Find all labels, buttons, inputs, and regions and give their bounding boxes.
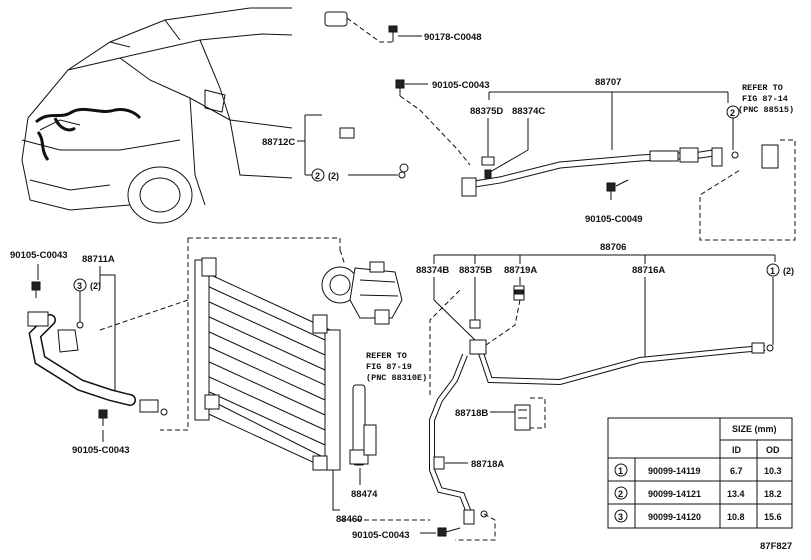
svg-text:15.6: 15.6 <box>764 512 782 522</box>
liquid-pipe-88716a <box>469 339 774 386</box>
bolt-90105-c0043-leftbot <box>98 409 108 426</box>
ref-fig-87-14-line2: FIG 87-14 <box>742 94 788 104</box>
label-2-qty-top: (2) <box>328 171 339 181</box>
ref-fig-87-19-line3: (PNC 88310E) <box>366 373 427 383</box>
svg-text:3: 3 <box>618 512 623 522</box>
bolt-90105-c0043-top <box>395 79 405 96</box>
discharge-hose-88712c <box>314 11 409 173</box>
liquid-pipe-88718 <box>429 353 488 525</box>
label-88375b: 88375B <box>459 265 492 276</box>
compressor-assembly <box>321 261 403 325</box>
bolt-90105-c0043-bottom <box>437 527 461 537</box>
label-90105-c0043-top: 90105-C0043 <box>432 80 490 91</box>
suction-pipe-88707 <box>461 144 779 197</box>
label-88374c: 88374C <box>512 106 545 117</box>
vehicle-location-illustration <box>21 7 293 224</box>
label-88706: 88706 <box>600 242 626 253</box>
svg-text:2: 2 <box>315 171 320 181</box>
oring-callout-2-top: 2 <box>311 168 325 182</box>
table-row: 2 90099-14121 13.4 18.2 <box>614 486 782 500</box>
ref-fig-87-19-line2: FIG 87-19 <box>366 362 412 372</box>
table-header-id: ID <box>732 445 742 455</box>
label-88375d: 88375D <box>470 106 503 117</box>
svg-text:3: 3 <box>77 281 82 291</box>
svg-text:2: 2 <box>730 108 735 118</box>
oring-size-table: SIZE (mm) ID OD 1 90099-14119 6.7 10.3 2… <box>607 417 793 529</box>
label-1-qty-right: (2) <box>783 266 794 276</box>
label-88712c: 88712C <box>262 137 295 148</box>
label-88711a: 88711A <box>82 254 115 265</box>
svg-text:13.4: 13.4 <box>727 489 745 499</box>
service-valve-88374c <box>484 169 492 179</box>
svg-text:90099-14121: 90099-14121 <box>648 489 701 499</box>
label-88719a: 88719A <box>504 265 537 276</box>
oring-callout-1-right: 1 <box>766 263 780 277</box>
label-88374b: 88374B <box>416 265 449 276</box>
svg-text:6.7: 6.7 <box>730 466 743 476</box>
ref-fig-87-19-line1: REFER TO <box>366 351 407 361</box>
svg-text:90099-14119: 90099-14119 <box>648 466 701 476</box>
label-88718a: 88718A <box>471 459 504 470</box>
bolt-90105-c0043-left <box>31 281 41 298</box>
label-88474: 88474 <box>351 489 378 500</box>
label-90105-c0043-left: 90105-C0043 <box>10 250 68 261</box>
bolt-90178-c0048 <box>346 17 398 43</box>
label-88718b: 88718B <box>455 408 488 419</box>
label-3-qty-left: (2) <box>90 281 101 291</box>
suction-hose-88711a <box>27 311 168 416</box>
svg-text:90099-14120: 90099-14120 <box>648 512 701 522</box>
figure-code: 87F827 <box>760 541 792 552</box>
pipe-clamp-88718b <box>514 404 531 431</box>
label-88707: 88707 <box>595 77 621 88</box>
table-row: 1 90099-14119 6.7 10.3 <box>614 463 782 477</box>
ref-fig-87-14-line3: (PNC 88515) <box>738 105 794 115</box>
label-90105-c0043-leftbot: 90105-C0043 <box>72 445 130 456</box>
svg-text:10.3: 10.3 <box>764 466 782 476</box>
table-header-od: OD <box>766 445 780 455</box>
bolt-90105-c0049 <box>606 182 616 200</box>
label-90105-c0049: 90105-C0049 <box>585 214 643 225</box>
svg-text:18.2: 18.2 <box>764 489 782 499</box>
service-valve-cap-88375b <box>469 319 481 329</box>
ref-fig-87-14-line1: REFER TO <box>742 83 783 93</box>
svg-text:10.8: 10.8 <box>727 512 745 522</box>
table-header-size: SIZE (mm) <box>732 424 777 434</box>
label-88716a: 88716A <box>632 265 665 276</box>
label-90105-c0043-bottom: 90105-C0043 <box>352 530 410 541</box>
receiver-dryer-88474 <box>349 384 377 466</box>
svg-text:2: 2 <box>618 489 623 499</box>
condenser-88460 <box>194 257 341 471</box>
svg-text:1: 1 <box>770 266 775 276</box>
pipe-clamp-88718a <box>433 456 445 470</box>
label-90178-c0048: 90178-C0048 <box>424 32 482 43</box>
pressure-sensor-88719a <box>513 285 525 301</box>
table-row: 3 90099-14120 10.8 15.6 <box>614 509 782 523</box>
svg-text:1: 1 <box>618 466 623 476</box>
service-valve-cap-88375d <box>481 156 495 166</box>
oring-callout-3-left: 3 <box>73 278 87 292</box>
